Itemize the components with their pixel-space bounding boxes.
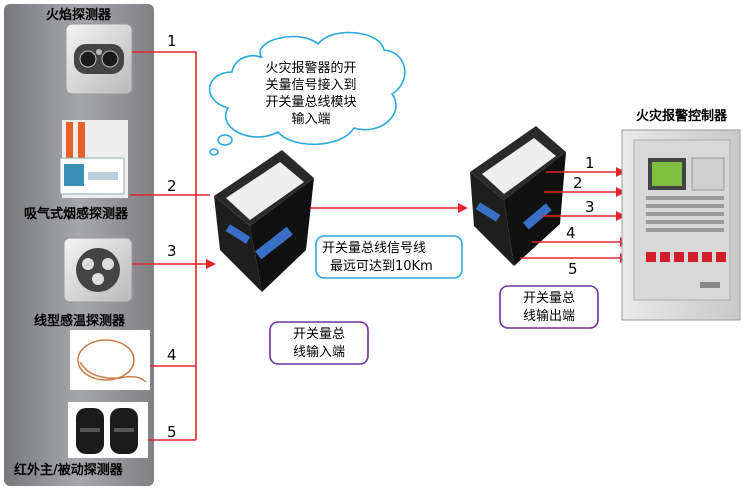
cloud-callout-line-2: 关量信号接入到 (265, 77, 356, 93)
bus-signal-line-2: 最远可达到10Km (330, 259, 433, 274)
output-number-1: 1 (585, 154, 595, 172)
sensor-label-infrared: 红外主/被动探测器 (14, 462, 124, 478)
bus-input-module (214, 150, 314, 292)
sensor-label-linear-heat: 线型感温探测器 (34, 313, 126, 329)
flame-detector-icon (65, 23, 133, 95)
infrared-beam-detector-icon (68, 402, 148, 458)
sensor-label-flame: 火焰探测器 (46, 7, 112, 23)
output-module-callout (499, 285, 599, 329)
output-module-line-2: 线输出端 (523, 308, 575, 324)
output-module-line-1: 开关量总 (523, 291, 575, 306)
input-module-line-2: 线输入端 (293, 344, 345, 360)
aspirating-smoke-detector-icon (59, 120, 128, 198)
wire-number-4: 4 (167, 346, 177, 364)
sensor-label-aspirating: 吸气式烟感探测器 (24, 206, 129, 222)
wire-number-3: 3 (167, 242, 177, 260)
output-number-2: 2 (573, 174, 583, 192)
bus-output-module (470, 126, 566, 266)
detector-icon (63, 237, 133, 303)
controller-title: 火灾报警控制器 (636, 108, 728, 124)
wire-number-2: 2 (167, 177, 177, 195)
linear-heat-cable-icon (70, 330, 150, 390)
input-module-callout (269, 321, 369, 365)
sensor-wires (130, 51, 216, 441)
input-module-line-1: 开关量总 (293, 327, 345, 342)
output-number-4: 4 (566, 224, 576, 242)
output-number-5: 5 (568, 260, 578, 278)
bus-signal-callout (315, 235, 463, 279)
output-number-3: 3 (585, 198, 595, 216)
cloud-callout-line-1: 火灾报警器的开 (265, 60, 356, 76)
wire-number-1: 1 (167, 32, 177, 50)
output-wires (520, 167, 630, 263)
cloud-callout-line-4: 输入端 (291, 111, 330, 127)
bus-signal-line-1: 开关量总线信号线 (322, 241, 426, 256)
cloud-callout-line-3: 开关量总线模块 (265, 95, 356, 110)
wire-number-5: 5 (167, 423, 177, 441)
fire-alarm-controller-icon (621, 129, 741, 321)
cloud-callout (208, 31, 406, 156)
